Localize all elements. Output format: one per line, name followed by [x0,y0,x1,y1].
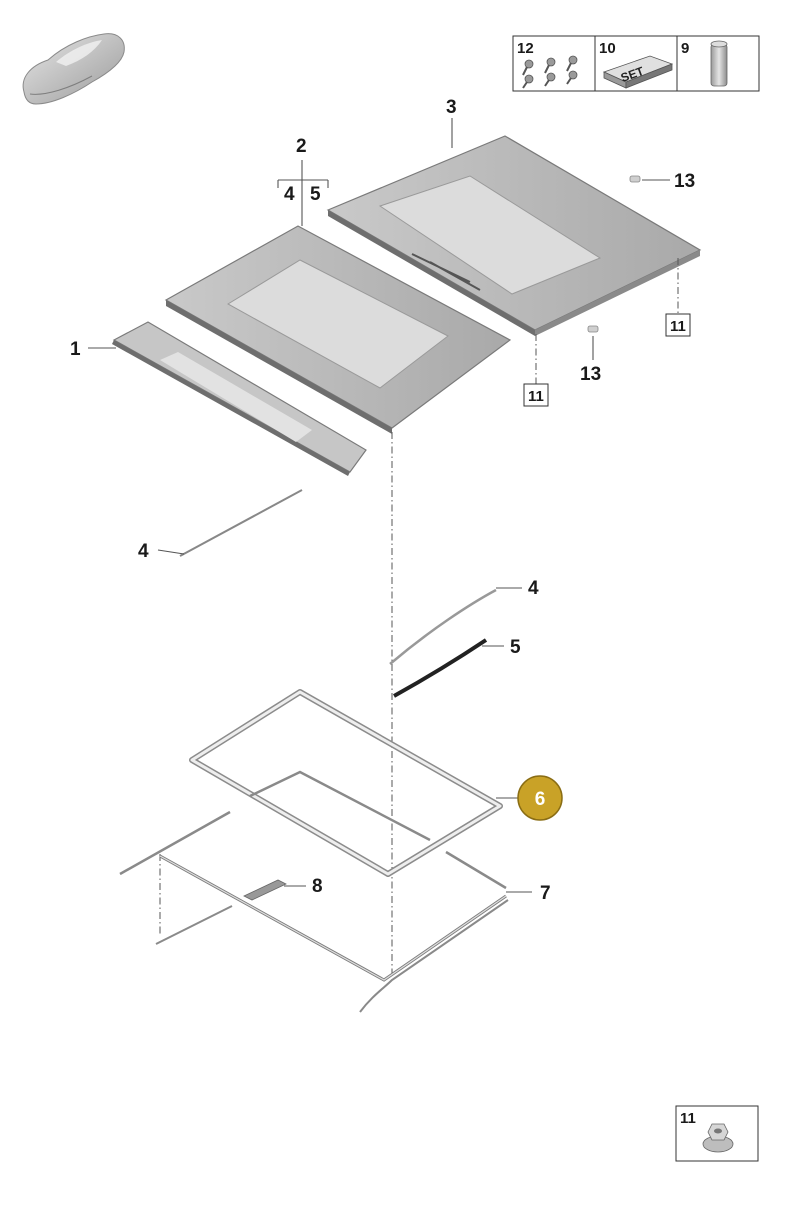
svg-text:3: 3 [446,97,457,118]
svg-text:13: 13 [674,171,695,192]
seal-strip-upper[interactable] [389,588,497,665]
callout-3[interactable]: 3 [446,97,457,118]
svg-text:8: 8 [312,876,323,897]
glass-panel[interactable] [164,225,512,434]
legend-number-10: 10 [599,40,616,57]
callout-1[interactable]: 1 [70,339,81,360]
group-number-2: 2 [296,136,307,157]
assembly-lines [159,258,679,975]
svg-text:4: 4 [528,578,539,599]
group-sub-5: 5 [310,184,321,205]
clip-13-lower[interactable] [587,325,599,333]
frame-seal[interactable] [189,689,503,877]
callout-11-center[interactable]: 11 [523,383,549,407]
svg-text:5: 5 [510,637,521,658]
callout-5[interactable]: 5 [510,637,521,658]
set-box-icon: SET [602,55,674,89]
callout-6-highlighted[interactable]: 6 [517,775,563,821]
legend-box-adhesive[interactable]: 9 [676,35,760,92]
svg-text:1: 1 [70,339,81,360]
car-silhouette-icon [22,33,125,105]
callout-8[interactable]: 8 [312,876,323,897]
callout-13-lower[interactable]: 13 [580,364,601,385]
rubber-strip[interactable] [393,638,488,698]
callout-11-right[interactable]: 11 [665,313,691,337]
clip-13-upper[interactable] [629,175,641,183]
legend-number-12: 12 [517,40,534,57]
svg-text:6: 6 [535,789,546,810]
frame-insert[interactable] [243,879,287,901]
svg-text:11: 11 [528,388,544,405]
callout-13-upper[interactable]: 13 [674,171,695,192]
svg-text:7: 7 [540,883,551,904]
roof-outer-panel[interactable] [326,135,702,336]
legend-box-nut[interactable]: 11 [675,1105,759,1162]
flange-nut-icon [702,1123,734,1153]
group-header-2: 2 4 5 [277,136,329,226]
group-sub-4: 4 [284,184,295,205]
screw-set-icon [522,55,578,89]
legend-box-screws[interactable]: 12 [512,35,596,92]
legend-box-repair-set[interactable]: 10 SET [594,35,678,92]
cartridge-icon [710,40,728,87]
callout-leaders [88,118,670,893]
callout-7[interactable]: 7 [540,883,551,904]
legend-number-9: 9 [681,40,689,57]
seal-strip-left[interactable] [179,489,303,557]
callout-4-right[interactable]: 4 [528,578,539,599]
roof-frame[interactable] [119,770,509,1013]
svg-text:11: 11 [670,318,686,335]
callout-4-left[interactable]: 4 [138,541,149,562]
svg-text:13: 13 [580,364,601,385]
wind-deflector[interactable] [112,321,367,476]
svg-text:4: 4 [138,541,149,562]
legend-number-11: 11 [680,1110,696,1127]
